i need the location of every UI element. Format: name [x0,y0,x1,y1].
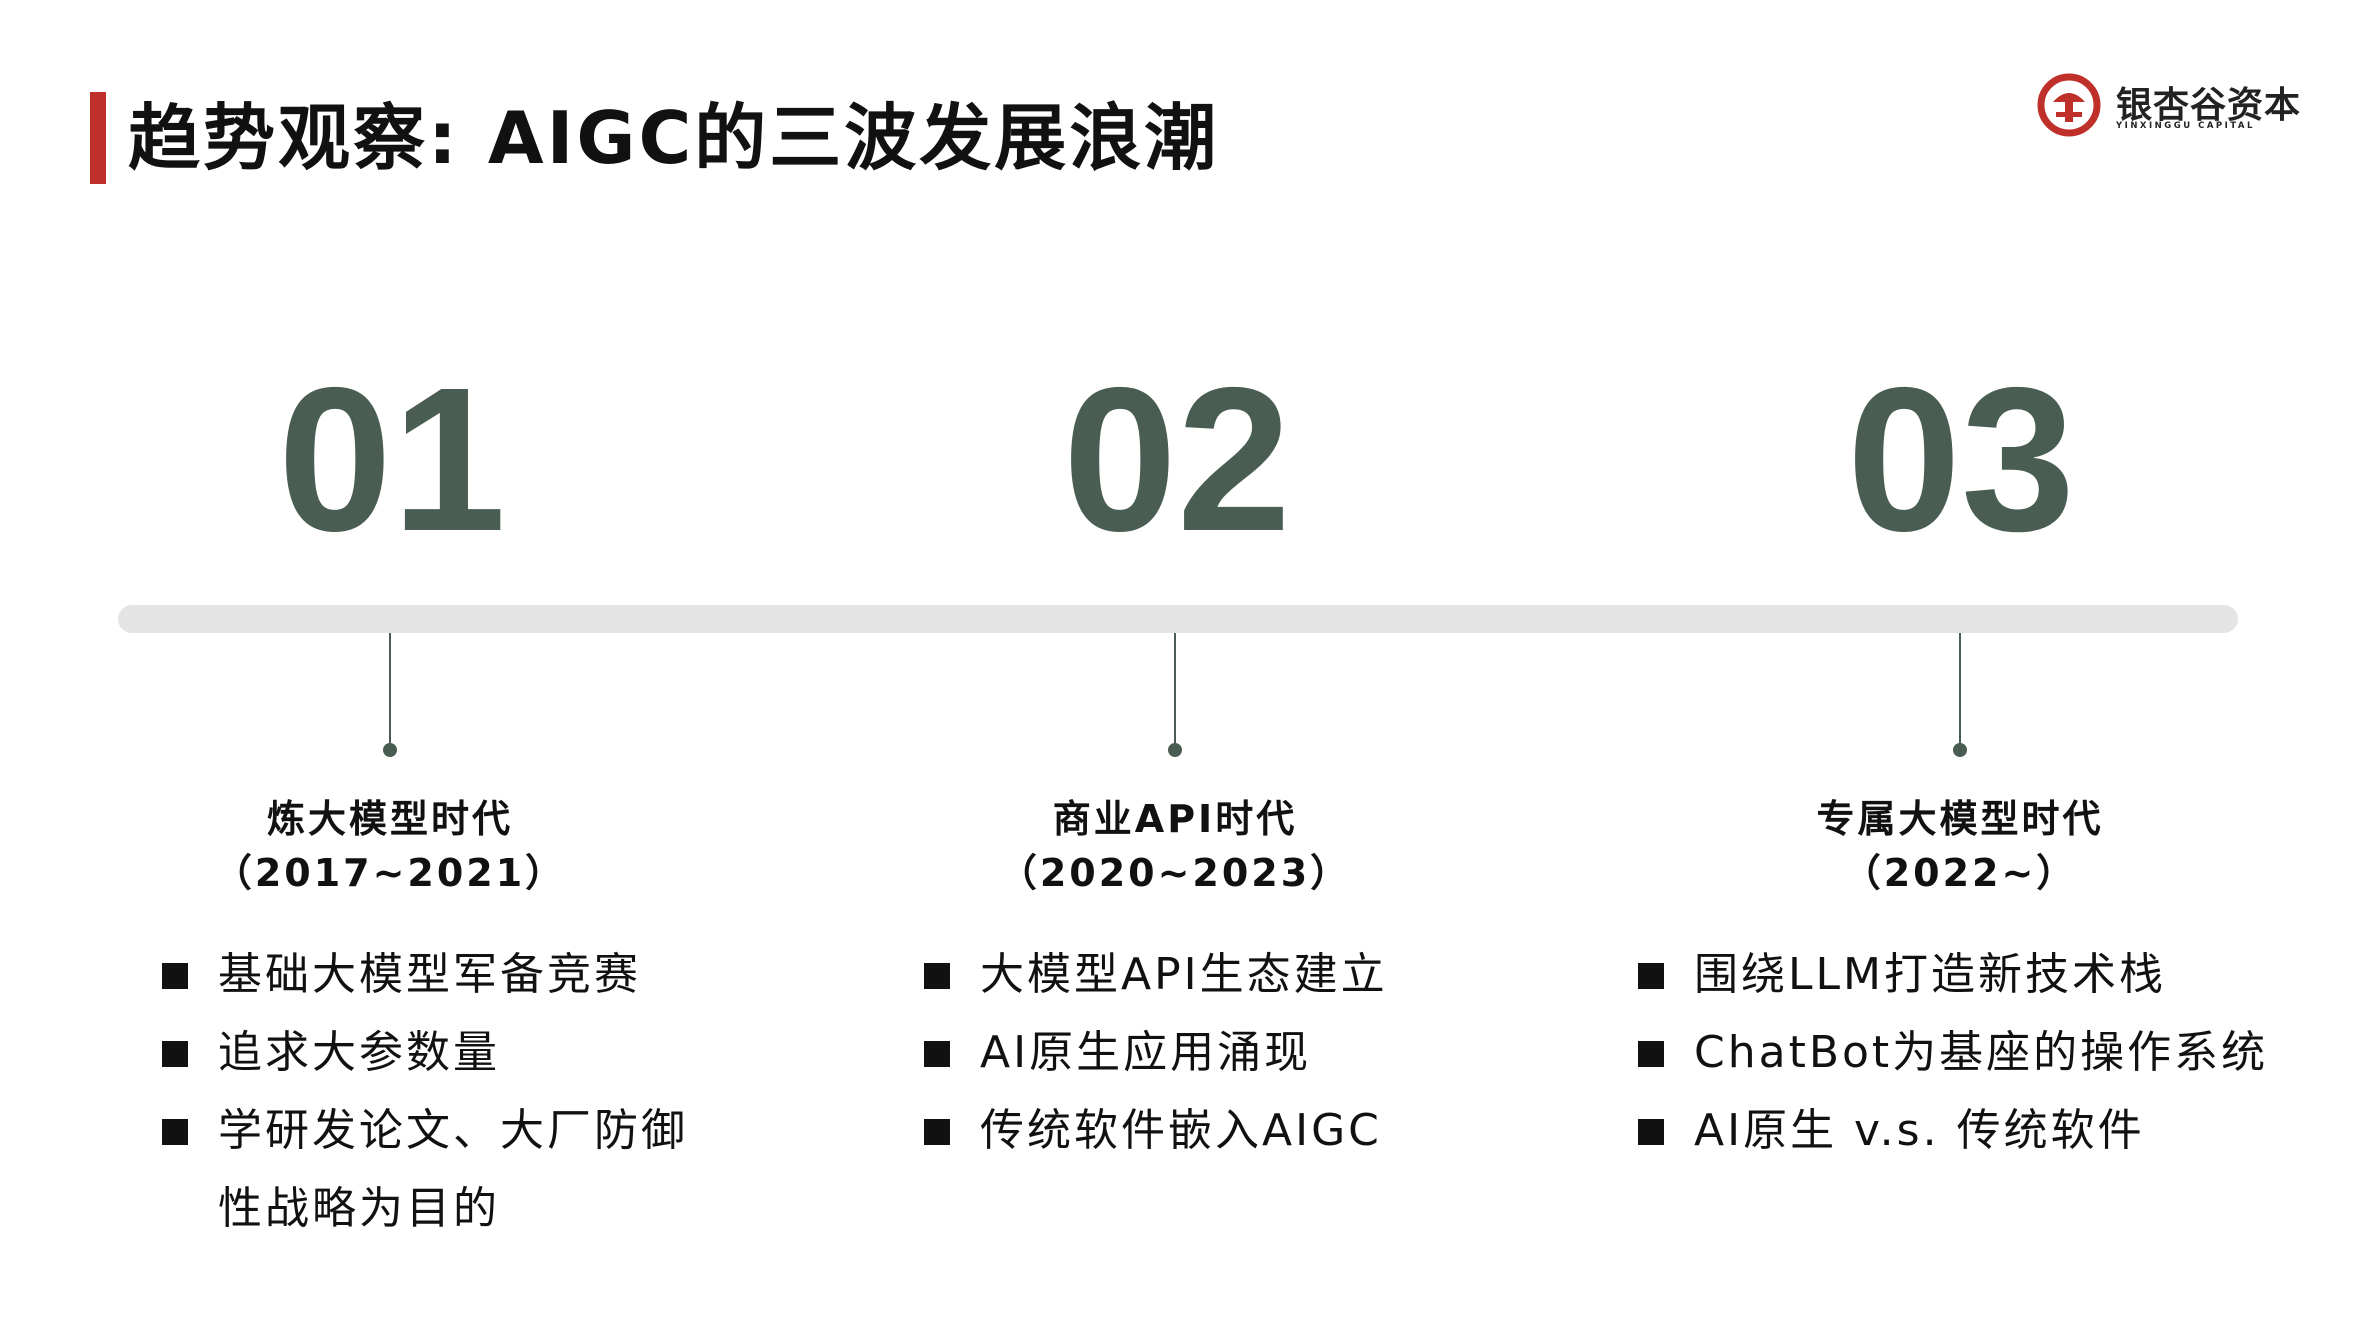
bullet-item: ChatBot为基座的操作系统 [1638,1014,2268,1092]
timeline-connector [1959,633,1961,747]
ginkgo-seal-icon [2037,73,2101,137]
era-years: （2022~） [1842,851,2078,895]
timeline-dot [1953,743,1967,757]
bullet-list: 围绕LLM打造新技术栈 ChatBot为基座的操作系统 AI原生 v.s. 传统… [1638,936,2268,1170]
timeline-connector [1174,633,1176,747]
era-years: （2017~2021） [213,851,567,895]
square-bullet-icon [162,1041,188,1067]
bullet-item: 传统软件嵌入AIGC [924,1092,1388,1170]
timeline-bar [118,605,2238,633]
era-name: 炼大模型时代 [266,797,513,841]
timeline-dot [383,743,397,757]
logo-name: 银杏谷资本 [2116,85,2302,126]
square-bullet-icon [162,963,188,989]
square-bullet-icon [924,1119,950,1145]
bullet-item: 围绕LLM打造新技术栈 [1638,936,2268,1014]
bullet-item: 追求大参数量 [162,1014,688,1092]
bullet-item: 基础大模型军备竞赛 [162,936,688,1014]
company-logo: 银杏谷资本 YINXINGGU CAPITAL [2036,72,2306,138]
bullet-item: 学研发论文、大厂防御 [162,1092,688,1170]
timeline-dot [1168,743,1182,757]
title-accent-bar [90,92,106,184]
square-bullet-icon [1638,1119,1664,1145]
square-bullet-icon [924,963,950,989]
square-bullet-icon [1638,1041,1664,1067]
bullet-item-continuation: 性战略为目的 [218,1183,500,1234]
page-title: 趋势观察: AIGC的三波发展浪潮 [128,96,1220,180]
square-bullet-icon [1638,963,1664,989]
bullet-item: 大模型API生态建立 [924,936,1388,1014]
bullet-list: 基础大模型军备竞赛 追求大参数量 学研发论文、大厂防御 性战略为目的 [162,936,688,1248]
square-bullet-icon [924,1041,950,1067]
logo-subtitle: YINXINGGU CAPITAL [2116,121,2255,131]
phase-number: 03 [1846,345,2076,574]
phase-number: 01 [277,345,507,574]
era-name: 商业API时代 [1052,797,1298,841]
era-years: （2020~2023） [998,851,1352,895]
timeline-connector [389,633,391,747]
bullet-item: AI原生 v.s. 传统软件 [1638,1092,2268,1170]
era-name: 专属大模型时代 [1816,797,2104,841]
square-bullet-icon [162,1119,188,1145]
phase-number: 02 [1062,345,1292,574]
bullet-item: AI原生应用涌现 [924,1014,1388,1092]
bullet-list: 大模型API生态建立 AI原生应用涌现 传统软件嵌入AIGC [924,936,1388,1170]
